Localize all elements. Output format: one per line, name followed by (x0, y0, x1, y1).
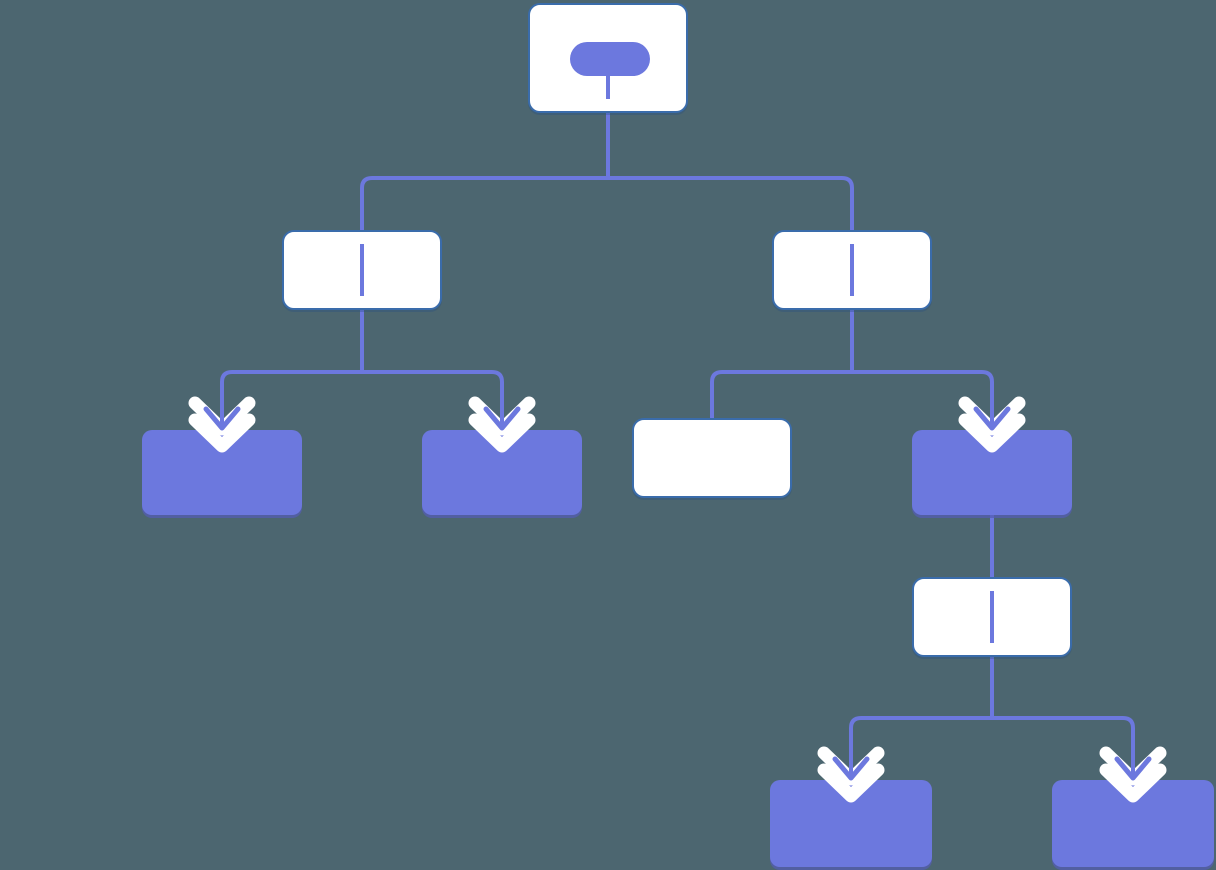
edge-n3-to-n6 (710, 310, 854, 418)
edge-n2-to-n4 (220, 310, 364, 430)
edge-n8-to-n9 (849, 657, 994, 780)
diagram-node-n7[interactable] (912, 430, 1072, 515)
diagram-node-n6[interactable] (632, 418, 792, 498)
diagram-node-n9[interactable] (770, 780, 932, 867)
diagram-node-n2[interactable] (282, 230, 442, 310)
diagram-node-n10[interactable] (1052, 780, 1214, 867)
edge-n2-to-n5 (360, 310, 504, 430)
edge-n3-to-n7 (850, 310, 994, 430)
diagram-node-n8[interactable] (912, 577, 1072, 657)
diagram-node-n1[interactable] (528, 3, 688, 113)
edge-n1-to-n3 (606, 113, 854, 230)
diagram-node-n3[interactable] (772, 230, 932, 310)
diagram-node-n5[interactable] (422, 430, 582, 515)
node-pill-badge (570, 42, 650, 76)
edge-n8-to-n10 (990, 657, 1135, 780)
diagram-node-n4[interactable] (142, 430, 302, 515)
